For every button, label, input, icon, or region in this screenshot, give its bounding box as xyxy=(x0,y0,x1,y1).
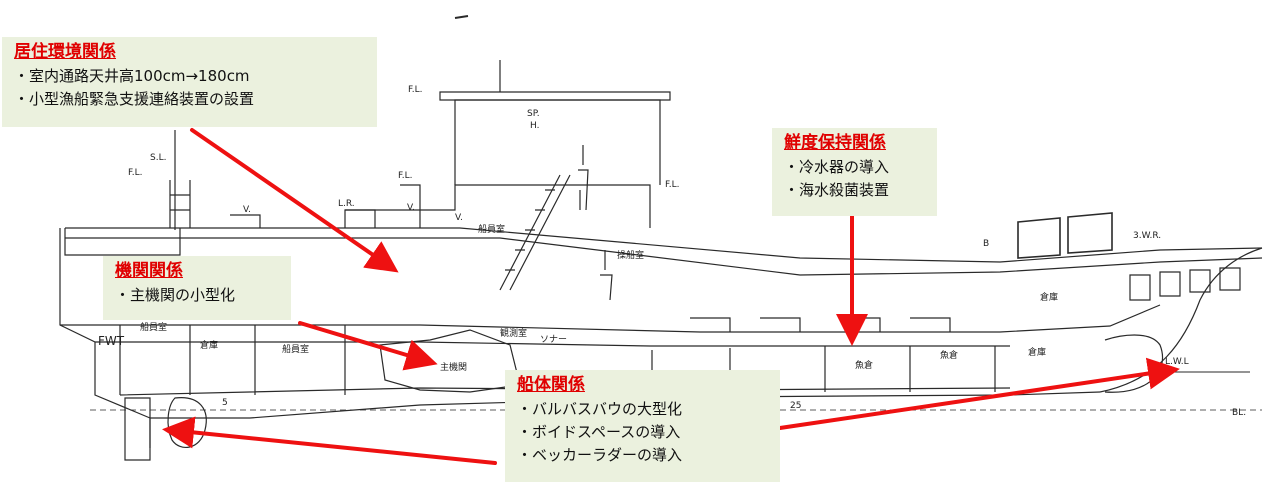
arrow-living xyxy=(190,128,399,273)
portholes xyxy=(1129,267,1241,301)
label-lwl: L.W.L xyxy=(1165,357,1189,367)
forecastle xyxy=(64,228,181,256)
callout-freshness-item-1: ・冷水器の導入 xyxy=(784,158,890,176)
label-crew-room-upper: 船員室 xyxy=(478,223,505,235)
callout-living-item-2: ・小型漁船緊急支援連絡装置の設置 xyxy=(14,90,255,108)
label-v-2: V. xyxy=(407,203,415,213)
main-deck-line xyxy=(65,227,1263,263)
arrow-hull-bow xyxy=(778,357,1180,430)
label-store-1: 倉庫 xyxy=(200,339,218,351)
callout-engine-item-1: ・主機関の小型化 xyxy=(115,286,236,304)
deckhouse-upper xyxy=(454,99,661,185)
ladder-aft xyxy=(169,180,191,228)
label-fl-3: F.L. xyxy=(398,171,412,181)
callout-engine-title: 機関関係 xyxy=(115,261,183,281)
callout-living-environment: 居住環境関係 ・室内通路天井高100cm→180cm ・小型漁船緊急支援連絡装置… xyxy=(2,37,377,127)
callout-arrows xyxy=(162,128,1180,465)
crew-figure-1 xyxy=(578,145,589,211)
label-v-3: V. xyxy=(455,213,463,223)
lower-deck-line xyxy=(95,341,1010,347)
engine-casing xyxy=(379,329,521,393)
top-mark xyxy=(454,15,469,19)
callout-hull: 船体関係 ・バルバスバウの大型化 ・ボイドスペースの導入 ・ベッカーラダーの導入 xyxy=(505,370,780,482)
label-v-1: V. xyxy=(243,205,251,215)
arrow-hull-rudder xyxy=(162,416,497,465)
label-fl-2: F.L. xyxy=(128,168,142,178)
label-wheelhouse: 操船室 xyxy=(617,249,644,261)
stern-line xyxy=(59,228,151,419)
label-store-3: 倉庫 xyxy=(1028,346,1046,358)
label-crew-room-lower: 船員室 xyxy=(140,321,167,333)
label-lr: L.R. xyxy=(338,199,355,209)
rudder xyxy=(124,397,151,461)
callout-living-item-1: ・室内通路天井高100cm→180cm xyxy=(14,67,250,85)
label-frame-5: 5 xyxy=(222,398,228,408)
callout-hull-item-2: ・ボイドスペースの導入 xyxy=(517,423,681,441)
callout-freshness-item-2: ・海水殺菌装置 xyxy=(784,181,890,199)
label-engine-room: 主機関 xyxy=(440,361,467,373)
label-observation-room: 観測室 xyxy=(500,327,527,339)
deck-equipment xyxy=(230,184,421,228)
label-swr: 3.W.R. xyxy=(1133,231,1161,241)
label-sonar: ソナー xyxy=(540,334,567,345)
callout-engine: 機関関係 ・主機関の小型化 xyxy=(103,256,291,320)
bulbous-bow xyxy=(1104,334,1164,393)
label-ship-room: 船員室 xyxy=(282,343,309,355)
hatches xyxy=(690,317,951,332)
deckhouse-lower xyxy=(344,184,651,228)
net-roller xyxy=(1017,212,1113,259)
drawing-labels: F.L. F.L. F.L. F.L. S.L. SP. H. L.R. V. … xyxy=(98,85,1246,418)
stairs xyxy=(499,174,571,291)
callout-living-title: 居住環境関係 xyxy=(14,42,116,62)
label-store-2: 倉庫 xyxy=(1040,291,1058,303)
arrow-engine xyxy=(298,321,438,371)
sheer-line xyxy=(65,237,1263,276)
callout-hull-title: 船体関係 xyxy=(517,375,585,395)
label-fl-4: F.L. xyxy=(665,180,679,190)
label-b: B xyxy=(983,239,989,249)
callout-freshness: 鮮度保持関係 ・冷水器の導入 ・海水殺菌装置 xyxy=(772,128,937,216)
propeller xyxy=(167,397,207,448)
label-fish-hold-2: 魚倉 xyxy=(940,349,958,361)
label-bl: BL. xyxy=(1232,408,1246,418)
label-sp: SP. xyxy=(527,109,540,119)
callout-freshness-title: 鮮度保持関係 xyxy=(784,133,886,153)
callout-hull-item-1: ・バルバスバウの大型化 xyxy=(517,400,683,418)
label-fwt: FWT xyxy=(98,334,125,348)
label-frame-25: 25 xyxy=(790,401,801,411)
bridge-roof xyxy=(439,91,671,101)
label-sl: S.L. xyxy=(150,153,166,163)
crew-figure-2 xyxy=(600,250,613,301)
label-fl-1: F.L. xyxy=(408,85,422,95)
label-fish-hold-1: 魚倉 xyxy=(855,359,873,371)
callout-hull-item-3: ・ベッカーラダーの導入 xyxy=(517,446,683,464)
label-h: H. xyxy=(530,121,539,131)
